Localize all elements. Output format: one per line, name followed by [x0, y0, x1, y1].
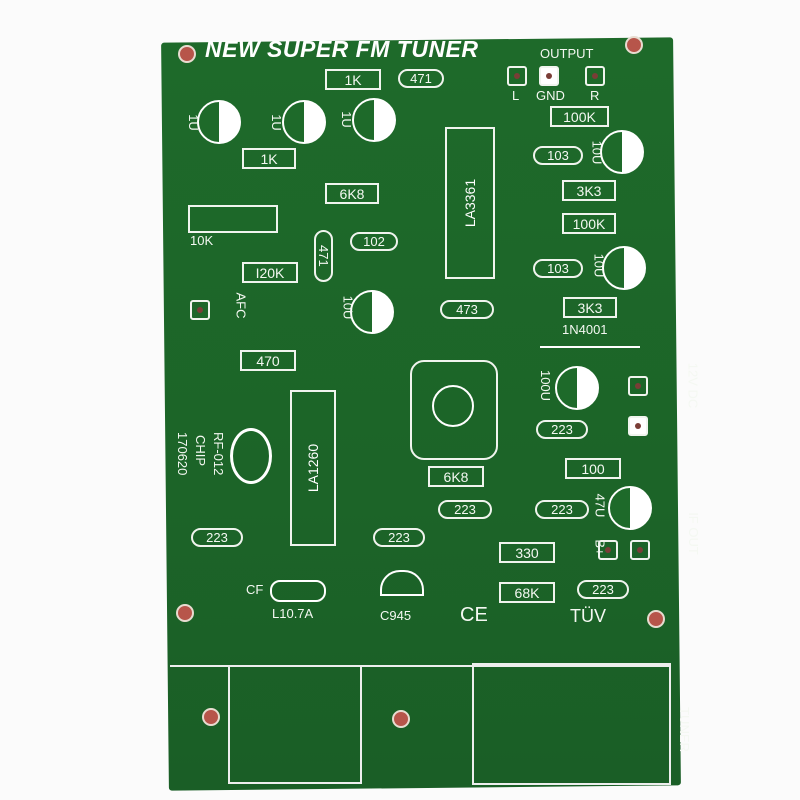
- pot-label: 10K: [190, 233, 214, 248]
- capacitor-ceramic: 223: [536, 420, 588, 439]
- resistor: 330: [499, 542, 555, 563]
- cap-label: 1U: [338, 111, 354, 128]
- mounting-hole: [625, 36, 643, 54]
- resistor: 100K: [550, 106, 609, 127]
- capacitor-ceramic: 223: [191, 528, 243, 547]
- diode-icon: [540, 346, 640, 348]
- cap-label: 1U: [268, 114, 284, 131]
- tuner-shaft: [228, 665, 362, 784]
- ifout-label: IF OUT: [685, 512, 701, 555]
- pad-afc: [190, 300, 210, 320]
- filter-label: L10.7A: [272, 606, 314, 621]
- mounting-hole: [202, 708, 220, 726]
- capacitor-ceramic: 223: [535, 500, 589, 519]
- trimmer-pot: [188, 205, 278, 233]
- resistor: 3K3: [563, 297, 617, 318]
- capacitor-ceramic: 471: [398, 69, 444, 88]
- mounting-hole: [176, 604, 194, 622]
- pad-output-gnd: [539, 66, 559, 86]
- capacitor-ceramic: 103: [533, 146, 583, 165]
- electrolytic-capacitor: [197, 100, 241, 144]
- resistor: 3K3: [562, 180, 616, 201]
- tuner-footprint: [170, 665, 670, 787]
- resistor: 6K8: [428, 466, 484, 487]
- transistor-footprint: [380, 570, 424, 596]
- resistor: 1K: [325, 69, 381, 90]
- resistor: 100: [565, 458, 621, 479]
- electrolytic-capacitor: [555, 366, 599, 410]
- capacitor-ceramic: 223: [373, 528, 425, 547]
- gnd-label: GND: [536, 88, 565, 103]
- power-label: 12V DC: [685, 362, 701, 409]
- capacitor-ceramic: 473: [440, 300, 494, 319]
- transistor-label: C945: [380, 608, 412, 623]
- electrolytic-capacitor: [600, 130, 644, 174]
- bplus-label: B+: [592, 539, 608, 556]
- cap-label: 100U: [538, 369, 554, 402]
- afc-label: AFC: [233, 292, 249, 319]
- l-label: L: [512, 88, 520, 103]
- cf-label: CF: [246, 582, 264, 597]
- tuv-mark: TÜV: [570, 606, 606, 626]
- ceramic-filter: [270, 580, 326, 602]
- electrolytic-capacitor: [350, 290, 394, 334]
- pad-bplus: [598, 540, 618, 560]
- electrolytic-capacitor: [352, 98, 396, 142]
- chip-label-2: CHIP: [193, 435, 208, 467]
- pad-gnd: [628, 416, 648, 436]
- coil-footprint: [410, 360, 498, 460]
- capacitor-ceramic: 102: [350, 232, 398, 251]
- ic-la1260: LA1260: [290, 390, 336, 546]
- electrolytic-capacitor: [602, 246, 646, 290]
- pad-output-r: [585, 66, 605, 86]
- ic-label: LA1260: [305, 443, 321, 493]
- pad-12v: [628, 376, 648, 396]
- ic-la3361: LA3361: [445, 127, 495, 279]
- tuner-box: [472, 663, 671, 785]
- mounting-hole: [178, 45, 196, 63]
- resistor: 68K: [499, 582, 555, 603]
- cap-label: 10U: [340, 295, 356, 320]
- r-label: R: [590, 88, 600, 103]
- electrolytic-capacitor: [608, 486, 652, 530]
- coil-slot-icon: [432, 385, 474, 427]
- board-title: NEW SUPER FM TUNER: [205, 36, 479, 62]
- pad-ifout: [630, 540, 650, 560]
- mounting-hole: [392, 710, 410, 728]
- ce-mark: CE: [460, 604, 488, 626]
- resistor: 470: [240, 350, 296, 371]
- capacitor-ceramic: 223: [438, 500, 492, 519]
- resistor: I20K: [242, 262, 298, 283]
- capacitor-ceramic: 223: [577, 580, 629, 599]
- chip-label: RF-012: [211, 432, 226, 476]
- resistor: 6K8: [325, 183, 379, 204]
- tuner-label: TUNER: [676, 707, 692, 752]
- cap-label: 1U: [185, 114, 201, 131]
- logo-icon: [230, 428, 272, 484]
- cap-label: 10U: [591, 253, 607, 278]
- date-code: 170620: [175, 432, 190, 476]
- ic-label: LA3361: [462, 178, 478, 228]
- capacitor-ceramic: 471: [314, 230, 333, 282]
- resistor: 1K: [242, 148, 296, 169]
- resistor: 100K: [562, 213, 616, 234]
- cap-label: 10U: [589, 140, 605, 165]
- electrolytic-capacitor: [282, 100, 326, 144]
- diode-label: 1N4001: [562, 322, 608, 337]
- cap-label: 47U: [592, 493, 608, 518]
- output-label: OUTPUT: [540, 46, 594, 61]
- pad-output-l: [507, 66, 527, 86]
- capacitor-ceramic: 103: [533, 259, 583, 278]
- mounting-hole: [647, 610, 665, 628]
